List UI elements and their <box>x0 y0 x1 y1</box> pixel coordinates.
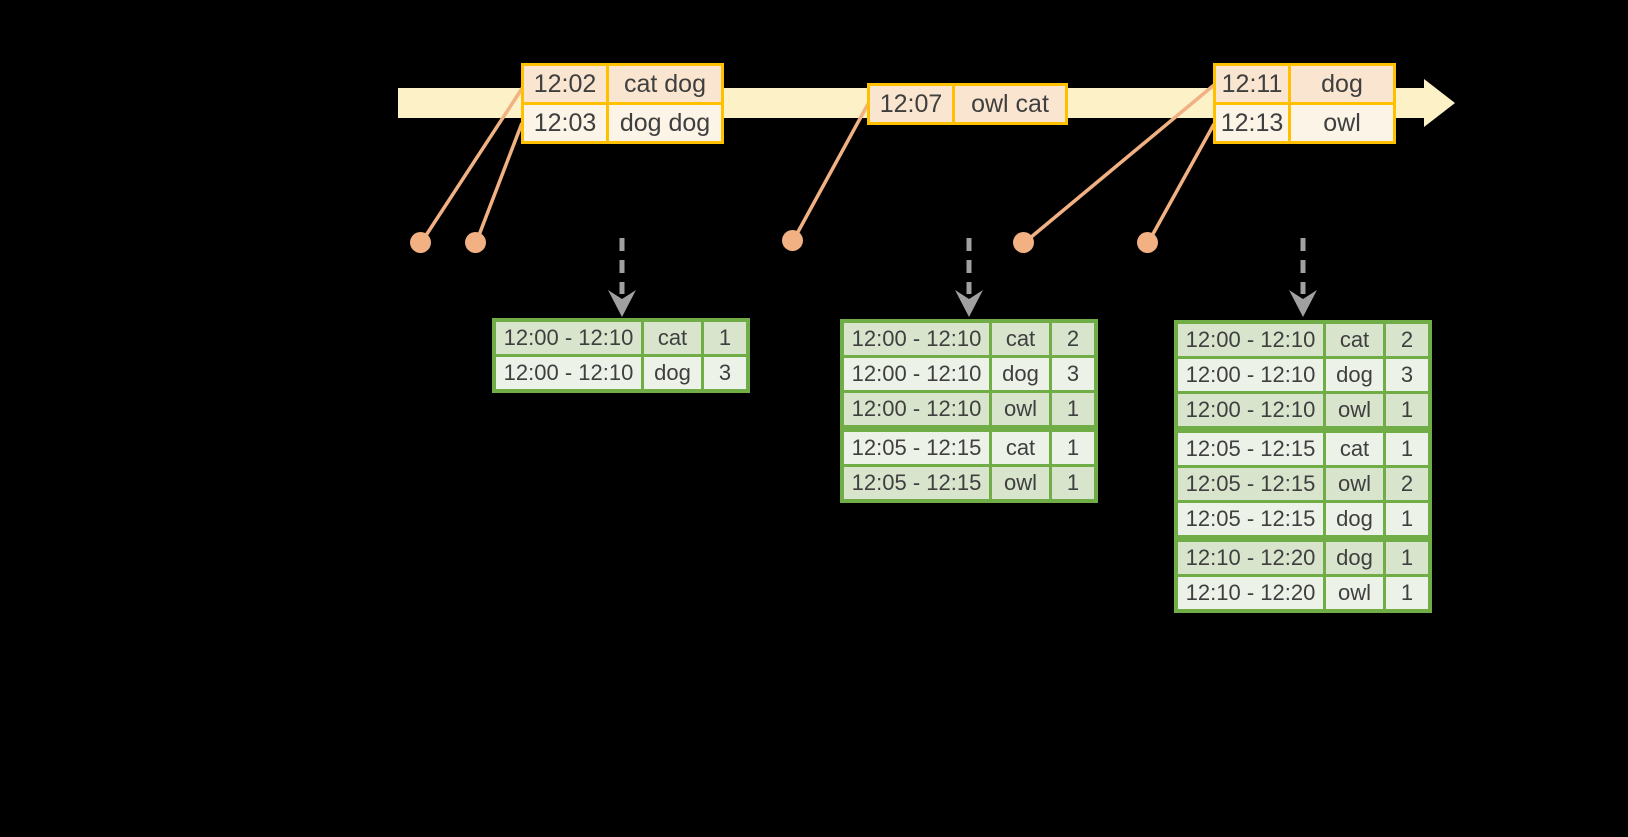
event-connector-line <box>419 86 525 244</box>
count-cell: 2 <box>1386 324 1428 356</box>
window-range-cell: 12:00 - 12:10 <box>1178 324 1323 356</box>
count-cell: 1 <box>704 322 746 354</box>
event-words-cell: dog dog <box>609 105 721 141</box>
count-cell: 3 <box>704 357 746 389</box>
count-cell: 1 <box>1052 432 1094 464</box>
word-cell: dog <box>1326 359 1383 391</box>
count-cell: 1 <box>1052 393 1094 425</box>
window-range-cell: 12:05 - 12:15 <box>844 432 989 464</box>
window-range-cell: 12:10 - 12:20 <box>1178 577 1323 609</box>
count-cell: 1 <box>1052 467 1094 499</box>
timeline-arrowhead-icon <box>1424 79 1455 127</box>
event-connector-line <box>474 122 524 244</box>
event-time-cell: 12:13 <box>1216 105 1288 141</box>
event-words-cell: owl <box>1291 105 1393 141</box>
window-range-cell: 12:00 - 12:10 <box>844 323 989 355</box>
trigger-arrow-lines <box>619 238 1306 294</box>
trigger-arrowheads <box>608 290 1317 317</box>
word-cell: cat <box>992 432 1049 464</box>
word-cell: dog <box>644 357 701 389</box>
event-words-cell: cat dog <box>609 66 721 102</box>
window-range-cell: 12:00 - 12:10 <box>1178 359 1323 391</box>
window-range-cell: 12:00 - 12:10 <box>844 358 989 390</box>
event-connector-line <box>1022 83 1216 245</box>
down-arrowhead-icon <box>608 290 636 317</box>
word-cell: dog <box>1326 542 1383 574</box>
event-connector-lines <box>419 83 1216 245</box>
count-cell: 1 <box>1386 577 1428 609</box>
count-cell: 3 <box>1052 358 1094 390</box>
word-cell: owl <box>1326 577 1383 609</box>
down-arrowhead-icon <box>1289 290 1317 317</box>
window-range-cell: 12:05 - 12:15 <box>1178 433 1323 465</box>
window-range-cell: 12:10 - 12:20 <box>1178 542 1323 574</box>
count-cell: 3 <box>1386 359 1428 391</box>
event-time-cell: 12:11 <box>1216 66 1288 102</box>
event-time-cell: 12:07 <box>870 86 952 122</box>
word-cell: dog <box>1326 503 1383 535</box>
window-range-cell: 12:00 - 12:10 <box>496 357 641 389</box>
event-time-cell: 12:02 <box>524 66 606 102</box>
window-range-cell: 12:00 - 12:10 <box>1178 394 1323 426</box>
event-dot <box>1137 232 1158 253</box>
word-cell: owl <box>992 393 1049 425</box>
event-dot <box>410 232 431 253</box>
event-time-cell: 12:03 <box>524 105 606 141</box>
word-cell: cat <box>644 322 701 354</box>
window-range-cell: 12:05 - 12:15 <box>1178 468 1323 500</box>
word-cell: dog <box>992 358 1049 390</box>
word-cell: cat <box>1326 324 1383 356</box>
count-cell: 1 <box>1386 433 1428 465</box>
event-dot <box>465 232 486 253</box>
event-words-cell: owl cat <box>955 86 1065 122</box>
count-cell: 1 <box>1386 542 1428 574</box>
window-range-cell: 12:05 - 12:15 <box>844 467 989 499</box>
count-cell: 2 <box>1052 323 1094 355</box>
count-cell: 1 <box>1386 503 1428 535</box>
window-range-cell: 12:00 - 12:10 <box>496 322 641 354</box>
window-range-cell: 12:05 - 12:15 <box>1178 503 1323 535</box>
count-cell: 2 <box>1386 468 1428 500</box>
word-cell: owl <box>1326 468 1383 500</box>
event-dot <box>782 230 803 251</box>
event-words-cell: dog <box>1291 66 1393 102</box>
event-connector-line <box>791 103 870 242</box>
word-cell: cat <box>1326 433 1383 465</box>
count-cell: 1 <box>1386 394 1428 426</box>
word-cell: owl <box>1326 394 1383 426</box>
word-cell: owl <box>992 467 1049 499</box>
window-range-cell: 12:00 - 12:10 <box>844 393 989 425</box>
event-connector-line <box>1146 123 1216 244</box>
event-dot <box>1013 232 1034 253</box>
word-cell: cat <box>992 323 1049 355</box>
down-arrowhead-icon <box>955 290 983 317</box>
